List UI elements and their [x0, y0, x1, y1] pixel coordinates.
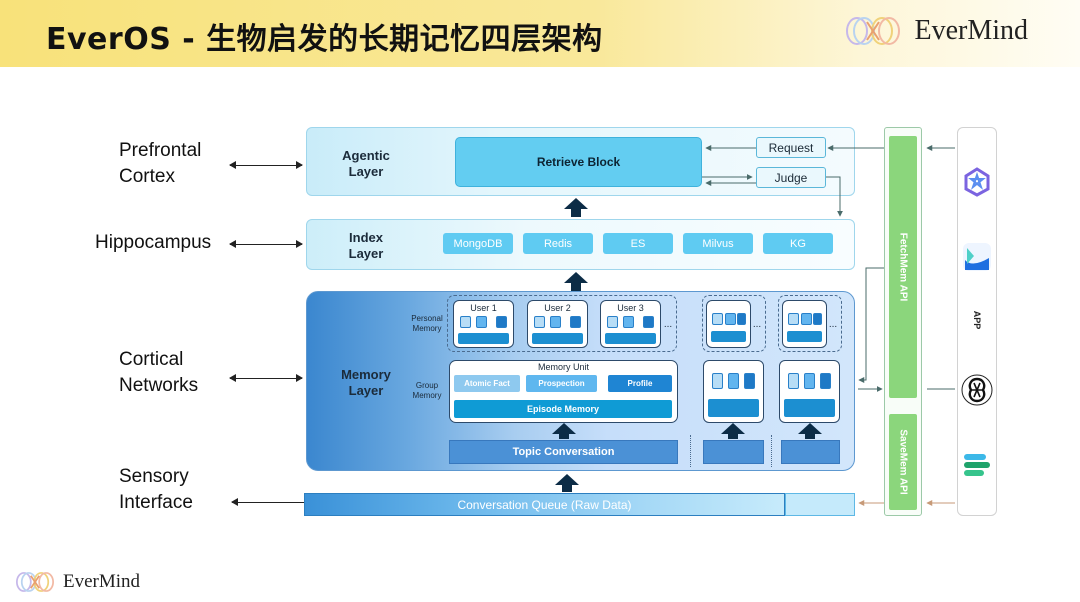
fetchmem-api — [889, 136, 917, 398]
retrieve-block: Retrieve Block — [455, 137, 702, 187]
more-ellipsis: ... — [663, 319, 673, 330]
wave-app-icon — [963, 243, 991, 271]
openai-app-icon — [961, 374, 993, 406]
conversation-queue: Conversation Queue (Raw Data) — [304, 493, 785, 516]
agentic-layer-label: Agentic Layer — [342, 148, 390, 179]
store-milvus: Milvus — [683, 233, 753, 254]
user-card-1: User 1 — [453, 300, 514, 348]
prospection-chip: Prospection — [526, 375, 597, 392]
request-box: Request — [756, 137, 826, 158]
more-ellipsis: ... — [828, 319, 838, 330]
personal-memory-label: Personal Memory — [411, 314, 443, 333]
region-prefrontal-cortex: Prefrontal Cortex — [119, 140, 202, 187]
more-ellipsis: ... — [752, 319, 762, 330]
region-connector-arrow — [229, 374, 303, 382]
memory-unit-label: Memory Unit — [537, 362, 589, 372]
divider — [690, 435, 691, 467]
profile-chip: Profile — [608, 375, 672, 392]
user-card-2: User 2 — [527, 300, 588, 348]
savemem-api — [889, 414, 917, 510]
store-es: ES — [603, 233, 673, 254]
region-sensory-interface: Sensory Interface — [119, 466, 193, 513]
index-layer-label: Index Layer — [348, 230, 384, 261]
memory-layer-label: Memory Layer — [341, 367, 391, 398]
topic-conversation-small — [781, 440, 840, 464]
personal-memory-group — [778, 295, 842, 352]
region-cortical-networks: Cortical Networks — [119, 349, 199, 396]
star-app-icon — [964, 167, 990, 197]
episode-memory: Episode Memory — [454, 400, 672, 418]
footer-brand-name: EverMind — [63, 571, 141, 592]
store-redis: Redis — [523, 233, 593, 254]
group-memory-unit-small — [779, 360, 840, 423]
user-card-small — [782, 300, 827, 348]
group-memory-label: Group Memory — [412, 381, 442, 400]
region-connector-arrow — [229, 240, 303, 248]
region-hippocampus: Hippocampus — [95, 232, 212, 253]
atomic-fact-chip: Atomic Fact — [454, 375, 520, 392]
region-connector-arrow — [229, 161, 303, 169]
conversation-queue-tail — [785, 493, 855, 516]
user-card-small — [706, 300, 751, 348]
personal-memory-group — [702, 295, 766, 352]
user-card-3: User 3 — [600, 300, 661, 348]
topic-conversation: Topic Conversation — [449, 440, 678, 464]
brand-name: EverMind — [914, 15, 1028, 46]
topic-conversation-small — [703, 440, 764, 464]
brand-logo: EverMind — [840, 14, 1028, 48]
evermind-logo-icon — [846, 17, 901, 45]
personal-memory-group — [447, 295, 677, 352]
footer-brand: EverMind — [12, 570, 140, 594]
title-bar: EverOS - 生物启发的长期记忆四层架构 EverMind — [0, 0, 1080, 67]
divider — [771, 435, 772, 467]
chat-app-icon — [964, 454, 990, 476]
evermind-logo-icon — [16, 572, 54, 592]
page-title: EverOS - 生物启发的长期记忆四层架构 — [46, 22, 603, 57]
store-mongodb: MongoDB — [443, 233, 513, 254]
group-memory-unit-small — [703, 360, 764, 423]
store-kg: KG — [763, 233, 833, 254]
app-column — [957, 127, 997, 516]
judge-box: Judge — [756, 167, 826, 188]
